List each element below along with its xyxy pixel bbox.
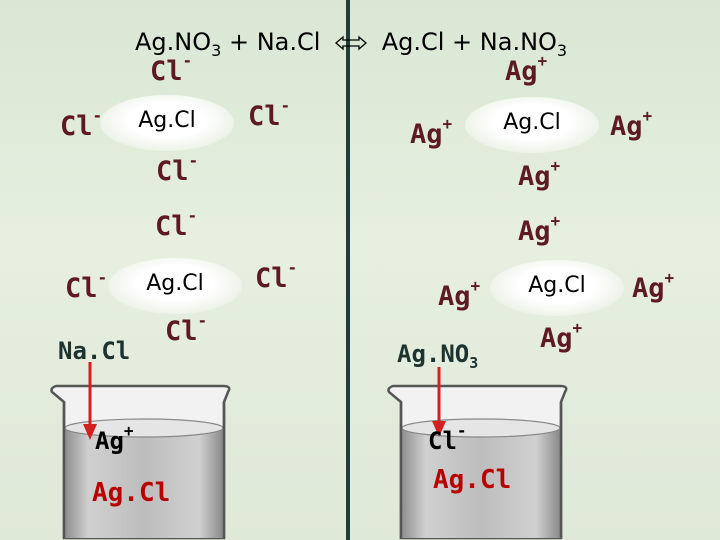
silver-ion: Ag+ <box>505 51 548 87</box>
chloride-ion: Cl- <box>60 106 103 142</box>
right-beaker-precipitate: Ag.Cl <box>433 465 512 495</box>
left-beaker-silver-ion: Ag+ <box>95 421 134 455</box>
chloride-ion: Cl- <box>248 96 291 132</box>
silver-ion: Ag+ <box>410 114 453 150</box>
left-beaker-label: Na.Cl <box>58 337 131 365</box>
chloride-ion: Cl- <box>150 51 193 87</box>
reactant-silver-nitrate: Ag.NO3 <box>135 28 222 60</box>
right-beaker-chloride-ion: Cl- <box>428 421 467 455</box>
silver-ion: Ag+ <box>518 156 561 192</box>
silver-chloride-cluster: Ag.Cl <box>100 95 234 151</box>
silver-chloride-cluster: Ag.Cl <box>465 97 599 153</box>
silver-ion: Ag+ <box>518 211 561 247</box>
left-beaker-precipitate: Ag.Cl <box>92 478 171 508</box>
silver-ion: Ag+ <box>632 268 675 304</box>
silver-ion: Ag+ <box>610 106 653 142</box>
silver-ion: Ag+ <box>540 318 583 354</box>
product-sodium-nitrate: + Na.NO3 <box>452 28 568 60</box>
chloride-ion: Cl- <box>155 206 198 242</box>
product-silver-chloride: Ag.Cl <box>381 28 445 56</box>
down-arrow-icon <box>432 367 446 437</box>
beaker-icon <box>50 384 231 540</box>
chloride-ion: Cl- <box>65 268 108 304</box>
double-arrow-icon <box>335 35 368 51</box>
reactant-sodium-chloride: + Na.Cl <box>228 28 321 56</box>
reaction-equation: Ag.NO3 + Na.Cl Ag.Cl + Na.NO3 <box>135 28 567 60</box>
chloride-ion: Cl- <box>255 258 298 294</box>
chloride-ion: Cl- <box>156 151 199 187</box>
silver-ion: Ag+ <box>438 276 481 312</box>
down-arrow-icon <box>83 362 97 440</box>
silver-chloride-cluster: Ag.Cl <box>108 258 242 314</box>
beaker-icon <box>387 384 568 540</box>
silver-chloride-cluster: Ag.Cl <box>490 260 624 316</box>
chloride-ion: Cl- <box>165 311 208 347</box>
right-beaker-label: Ag.NO3 <box>397 340 479 372</box>
center-divider <box>346 0 350 540</box>
